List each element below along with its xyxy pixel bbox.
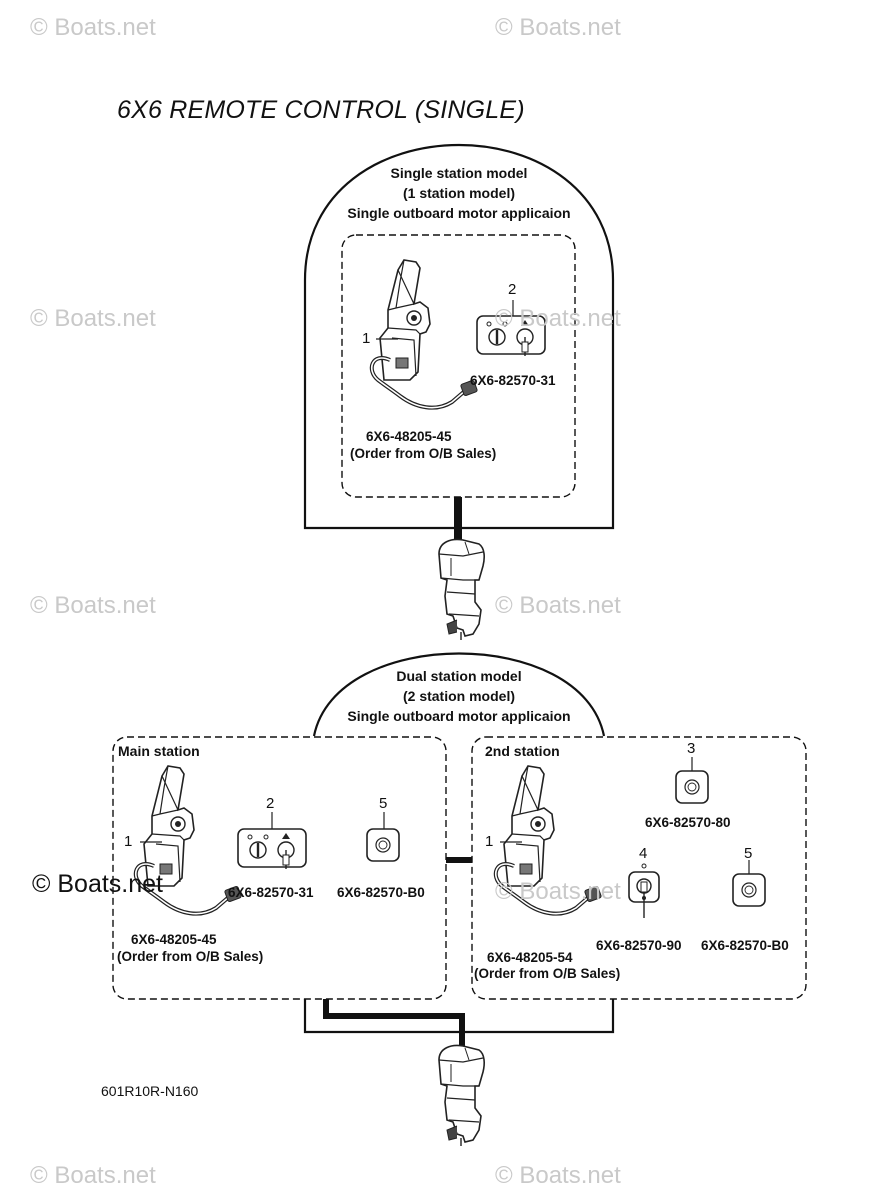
second-part-number-5: 6X6-82570-B0: [701, 938, 789, 953]
dual-station-heading-line-2: (2 station model): [402, 688, 515, 704]
station-link-cable: [446, 857, 472, 863]
watermark: © Boats.net: [30, 1162, 156, 1189]
watermark: © Boats.net: [495, 592, 621, 619]
single-station-cable: [454, 497, 462, 549]
main-part-number-2: 6X6-82570-31: [228, 885, 314, 900]
single-station-heading-line-3: Single outboard motor applicaion: [347, 205, 571, 221]
main-part-note-1: (Order from O/B Sales): [117, 949, 264, 964]
second-key-switch-icon: [628, 863, 660, 919]
main-callout-1: 1: [124, 833, 133, 850]
second-callout-4: 4: [639, 845, 648, 862]
dual-outboard-motor-icon: [438, 1044, 485, 1147]
dual-station-heading-line-1: Dual station model: [396, 668, 522, 684]
watermark: © Boats.net: [30, 14, 156, 41]
watermark: © Boats.net: [495, 305, 621, 332]
second-station-dashed-frame: [471, 736, 807, 1000]
second-callout-5: 5: [744, 845, 753, 862]
second-part-note-1: (Order from O/B Sales): [474, 966, 621, 981]
single-station-heading-line-2: (1 station model): [402, 185, 515, 201]
single-callout-2: 2: [508, 281, 517, 298]
dual-station-arch: [312, 652, 606, 737]
second-part-number-4: 6X6-82570-90: [596, 938, 682, 953]
main-push-button-switch-icon: [366, 828, 400, 862]
single-part-number-1: 6X6-48205-45: [366, 429, 452, 444]
watermark: © Boats.net: [30, 305, 156, 332]
second-part-number-3: 6X6-82570-80: [645, 815, 731, 830]
watermark: © Boats.net: [30, 592, 156, 619]
main-part-number-1: 6X6-48205-45: [131, 932, 217, 947]
main-callout-5: 5: [379, 795, 388, 812]
dual-station-heading-line-3: Single outboard motor applicaion: [347, 708, 571, 724]
second-callout-3: 3: [687, 740, 696, 757]
single-part-number-2: 6X6-82570-31: [470, 373, 556, 388]
second-part-number-1: 6X6-48205-54: [487, 950, 573, 965]
second-callout-1: 1: [485, 833, 494, 850]
single-station-enclosure: [303, 143, 615, 530]
watermark-prominent: © Boats.net: [32, 870, 163, 898]
main-station-label: Main station: [118, 743, 200, 759]
main-main-switch-panel-icon: [236, 827, 308, 871]
second-push-button-switch-icon-3: [675, 770, 709, 804]
dual-station-heading: Dual station model (2 station model) Sin…: [309, 666, 609, 726]
second-push-button-switch-icon-5: [732, 873, 766, 907]
second-station-label: 2nd station: [485, 743, 560, 759]
watermark: © Boats.net: [495, 1162, 621, 1189]
single-callout-1: 1: [362, 330, 371, 347]
single-outboard-motor-icon: [438, 538, 485, 641]
single-station-heading: Single station model (1 station model) S…: [309, 163, 609, 223]
main-station-dashed-frame: [112, 736, 447, 1000]
main-callout-2: 2: [266, 795, 275, 812]
single-station-heading-line-1: Single station model: [390, 165, 528, 181]
page-title: 6X6 REMOTE CONTROL (SINGLE): [117, 96, 525, 124]
single-part-note-1: (Order from O/B Sales): [350, 446, 497, 461]
single-remote-control-box-icon: [369, 258, 480, 410]
watermark: © Boats.net: [495, 878, 621, 905]
main-station-cable: [323, 999, 465, 1046]
main-part-number-5: 6X6-82570-B0: [337, 885, 425, 900]
drawing-code: 601R10R-N160: [101, 1083, 199, 1099]
watermark: © Boats.net: [495, 14, 621, 41]
